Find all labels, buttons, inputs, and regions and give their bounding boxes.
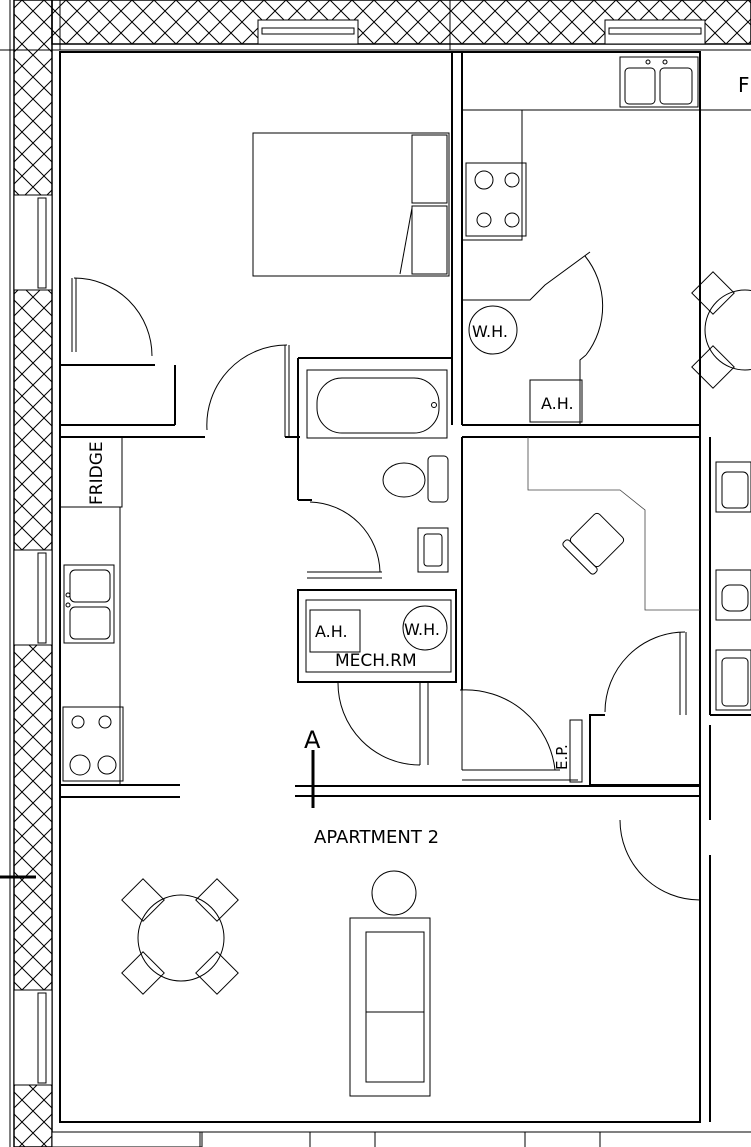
ah-upper-label: A.H. [541, 394, 574, 413]
bedroom-walls [60, 52, 463, 438]
fridge-label: FRIDGE [87, 441, 107, 505]
edge-label: F [738, 73, 750, 97]
wh-mech-label: W.H. [404, 620, 440, 639]
bottom-edge [60, 1131, 751, 1147]
bed [252, 132, 450, 277]
windows [0, 19, 706, 1147]
living-room-furniture: APARTMENT 2 [121, 827, 439, 1097]
apartment-label: APARTMENT 2 [314, 827, 439, 848]
mechanical-room: A.H. W.H. MECH.RM [297, 589, 457, 766]
bedroom-door [206, 344, 290, 437]
mech-room-label: MECH.RM [335, 651, 417, 671]
interior-outline [59, 51, 701, 1123]
adjacent-unit-fixtures [619, 461, 751, 1122]
ah-mech-label: A.H. [315, 622, 348, 641]
electrical-panel-label: E.P. [553, 744, 571, 770]
wh-upper-label: W.H. [472, 322, 508, 341]
section-marker-a: A [304, 726, 321, 754]
bathroom [297, 357, 452, 579]
upper-kitchen: W.H. A.H. F [462, 56, 751, 438]
office-room: E.P. [459, 437, 711, 786]
left-kitchen: FRIDGE [59, 436, 180, 798]
living-room-wall: A [295, 726, 700, 808]
closet-door [71, 277, 153, 357]
